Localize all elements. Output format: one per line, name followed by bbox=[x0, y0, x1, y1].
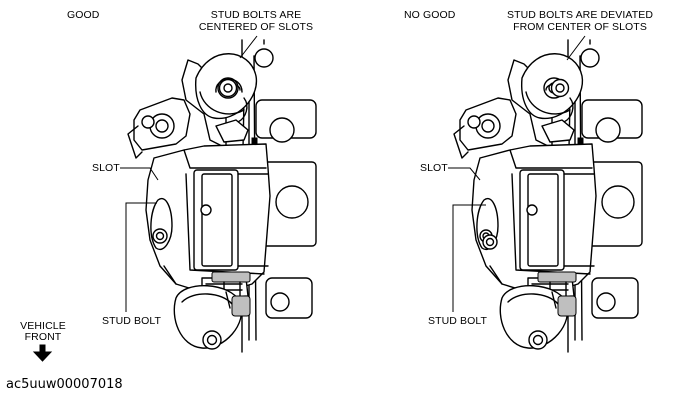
good-heading: GOOD bbox=[67, 9, 100, 21]
good-slot-label: SLOT bbox=[92, 162, 120, 174]
front-label: FRONT bbox=[24, 331, 62, 343]
no-good-mount-drawing bbox=[453, 39, 643, 353]
no-good-heading: NO GOOD bbox=[404, 9, 456, 21]
good-callout-line2: CENTERED OF SLOTS bbox=[198, 21, 314, 33]
no-good-slot-label: SLOT bbox=[420, 162, 448, 174]
right-leader-lines bbox=[448, 35, 586, 312]
down-arrow-icon bbox=[32, 344, 53, 362]
good-stud-bolt-label: STUD BOLT bbox=[102, 315, 162, 327]
image-code: ac5uuw00007018 bbox=[6, 377, 123, 392]
vehicle-label: VEHICLE bbox=[20, 320, 66, 332]
no-good-stud-bolt-label: STUD BOLT bbox=[428, 315, 488, 327]
left-leader-lines bbox=[120, 35, 258, 312]
no-good-callout-line1: STUD BOLTS ARE DEVIATED bbox=[506, 9, 654, 21]
no-good-callout-line2: FROM CENTER OF SLOTS bbox=[513, 21, 647, 33]
good-callout-line1: STUD BOLTS ARE bbox=[210, 9, 302, 21]
good-mount-drawing bbox=[127, 39, 317, 353]
